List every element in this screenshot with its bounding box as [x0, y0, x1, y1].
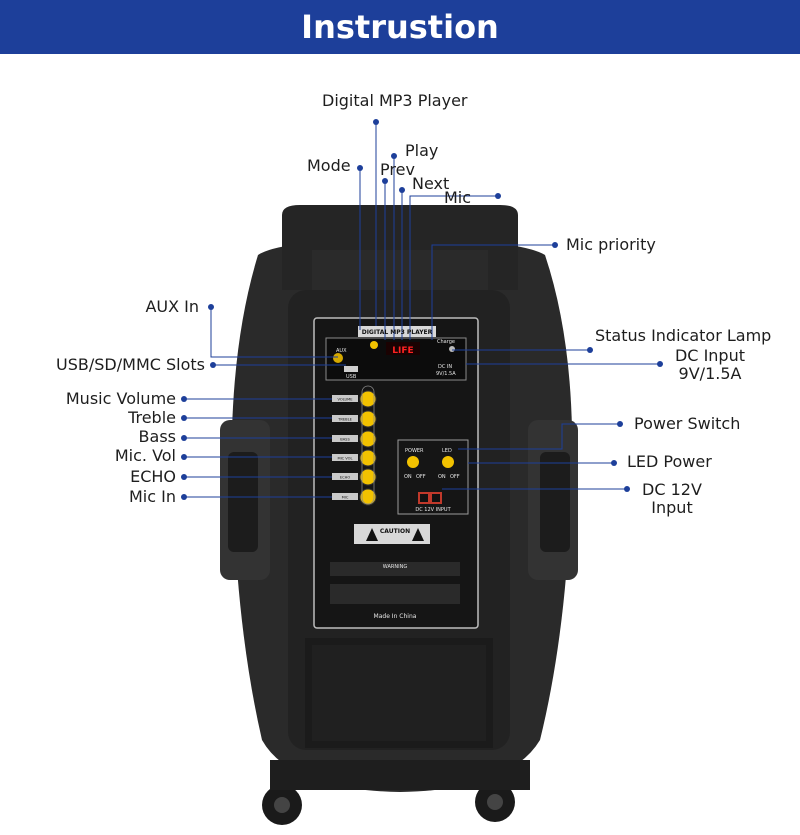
- label-dc-input-line2: 9V/1.5A: [678, 364, 742, 383]
- dot-treble: [181, 415, 187, 421]
- panel-on-1: ON: [404, 474, 412, 480]
- dot-dc-input: [657, 361, 663, 367]
- knob-label-mic: MIC: [342, 496, 349, 500]
- panel-usb: USB: [346, 374, 357, 380]
- knob-volume: [359, 390, 377, 408]
- dot-led-power: [611, 460, 617, 466]
- label-status-lamp: Status Indicator Lamp: [595, 326, 772, 345]
- dot-mic-priority: [552, 242, 558, 248]
- dot-status-lamp: [587, 347, 593, 353]
- label-mic: Mic: [444, 188, 472, 207]
- panel-dc-in: DC IN: [438, 364, 452, 370]
- label-next: Next: [412, 174, 450, 193]
- dot-bass: [181, 435, 187, 441]
- dot-mic-in: [181, 494, 187, 500]
- knob-label-echo: ECHO: [340, 476, 350, 480]
- mic-jack: [359, 488, 377, 506]
- label-dc12-line2: Input: [651, 498, 693, 517]
- label-aux-in: AUX In: [145, 297, 199, 316]
- knob-bass: [359, 430, 377, 448]
- label-mic-in: Mic In: [129, 487, 176, 506]
- dot-aux-in: [208, 304, 214, 310]
- power-led-box: [397, 439, 469, 515]
- panel-made-in-china: Made In China: [374, 613, 417, 620]
- panel-charge: Charge: [437, 339, 455, 345]
- label-bass: Bass: [138, 427, 176, 446]
- panel-dc-rating: 9V/1.5A: [436, 371, 456, 377]
- panel-on-2: ON: [438, 474, 446, 480]
- header-banner: [0, 0, 800, 54]
- dot-mic: [495, 193, 501, 199]
- knob-label-treble: TREBLE: [337, 418, 352, 422]
- panel-power: POWER: [405, 448, 424, 454]
- label-play: Play: [405, 141, 439, 160]
- label-dc-input: DC Input 9V/1.5A: [668, 347, 752, 383]
- dot-prev: [382, 178, 388, 184]
- label-dc12: DC 12V Input: [632, 481, 712, 517]
- dot-echo: [181, 474, 187, 480]
- label-prev: Prev: [380, 160, 415, 179]
- dot-power-switch: [617, 421, 623, 427]
- label-mic-priority: Mic priority: [566, 235, 656, 254]
- panel-dc12: DC 12V INPUT: [415, 507, 451, 513]
- label-dc-input-line1: DC Input: [674, 346, 745, 365]
- panel-led: LED: [442, 448, 452, 454]
- dot-dc12: [624, 486, 630, 492]
- panel-caution: CAUTION: [380, 528, 410, 535]
- label-power-switch: Power Switch: [634, 414, 741, 433]
- knob-treble: [359, 410, 377, 428]
- dot-next: [399, 187, 405, 193]
- dot-digital-mp3: [373, 119, 379, 125]
- label-mode: Mode: [307, 156, 351, 175]
- knob-label-bass: BASS: [340, 438, 350, 442]
- label-usb-slots: USB/SD/MMC Slots: [56, 355, 205, 374]
- panel-off-2: OFF: [450, 474, 460, 480]
- handle: [282, 205, 518, 290]
- label-led-power: LED Power: [627, 452, 712, 471]
- dot-music-volume: [181, 396, 187, 402]
- panel-aux: AUX: [336, 348, 347, 354]
- knob-label-mic-vol: MIC VOL: [337, 457, 352, 461]
- panel-mp3-title: DIGITAL MP3 PLAYER: [362, 329, 433, 336]
- dot-mic-vol: [181, 454, 187, 460]
- dot-usb-slots: [210, 362, 216, 368]
- dot-mode: [357, 165, 363, 171]
- label-digital-mp3: Digital MP3 Player: [322, 91, 468, 110]
- label-echo: ECHO: [130, 467, 176, 486]
- label-mic-vol: Mic. Vol: [114, 446, 176, 465]
- page-title: Instrustion: [301, 8, 499, 46]
- knob-echo: [359, 468, 377, 486]
- knob-label-volume: VOLUME: [337, 398, 353, 402]
- label-dc12-line1: DC 12V: [642, 480, 702, 499]
- panel-warning: WARNING: [383, 564, 408, 570]
- panel-off-1: OFF: [416, 474, 426, 480]
- knob-mic-vol: [359, 449, 377, 467]
- panel-led-display: LIFE: [392, 346, 413, 356]
- label-treble: Treble: [128, 408, 176, 427]
- led-switch: [442, 456, 454, 468]
- label-music-volume: Music Volume: [65, 389, 176, 408]
- dot-play: [391, 153, 397, 159]
- led-display: [386, 342, 420, 355]
- power-switch: [407, 456, 419, 468]
